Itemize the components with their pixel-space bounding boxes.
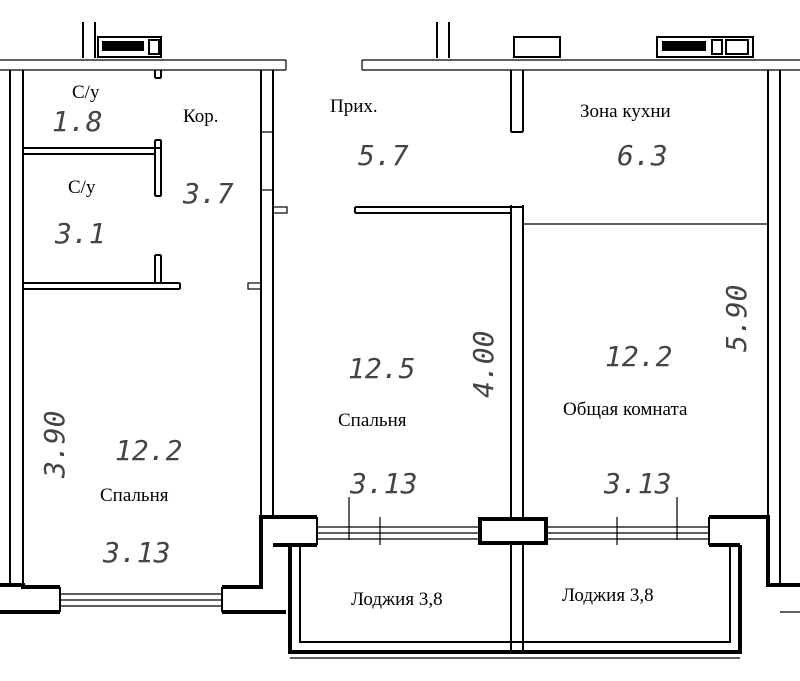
wc1-area: 1.8 [52, 105, 103, 138]
dim-mid-height: 4.00 [467, 331, 500, 398]
dim-left-width: 3.13 [102, 536, 170, 569]
dim-left-height: 3.90 [38, 411, 71, 479]
dim-mid-width: 3.13 [349, 467, 417, 500]
bedroom-mid-label: Спальня [338, 410, 407, 431]
kitchen-label: Зона кухни [580, 101, 671, 122]
bedroom-left-label: Спальня [100, 485, 169, 506]
wc1-label: С/у [72, 82, 100, 103]
corridor-label: Кор. [183, 106, 218, 127]
living-label: Общая комната [563, 399, 688, 420]
loggia-left-label: Лоджия 3,8 [351, 589, 443, 610]
bedroom-mid-area: 12.5 [348, 352, 415, 385]
dim-right-width: 3.13 [603, 467, 671, 500]
hall-label: Прих. [330, 96, 378, 117]
walls [0, 22, 800, 659]
living-area: 12.2 [605, 340, 672, 373]
corridor-area: 3.7 [182, 177, 234, 210]
wc2-area: 3.1 [54, 217, 106, 250]
dimension-ticks [348, 497, 678, 540]
hall-area: 5.7 [358, 139, 409, 172]
loggia-right-label: Лоджия 3,8 [562, 585, 654, 606]
kitchen-area: 6.3 [617, 139, 668, 172]
bedroom-left-area: 12.2 [115, 434, 182, 467]
dim-right-height: 5.90 [720, 285, 753, 352]
wc2-label: С/у [68, 177, 96, 198]
